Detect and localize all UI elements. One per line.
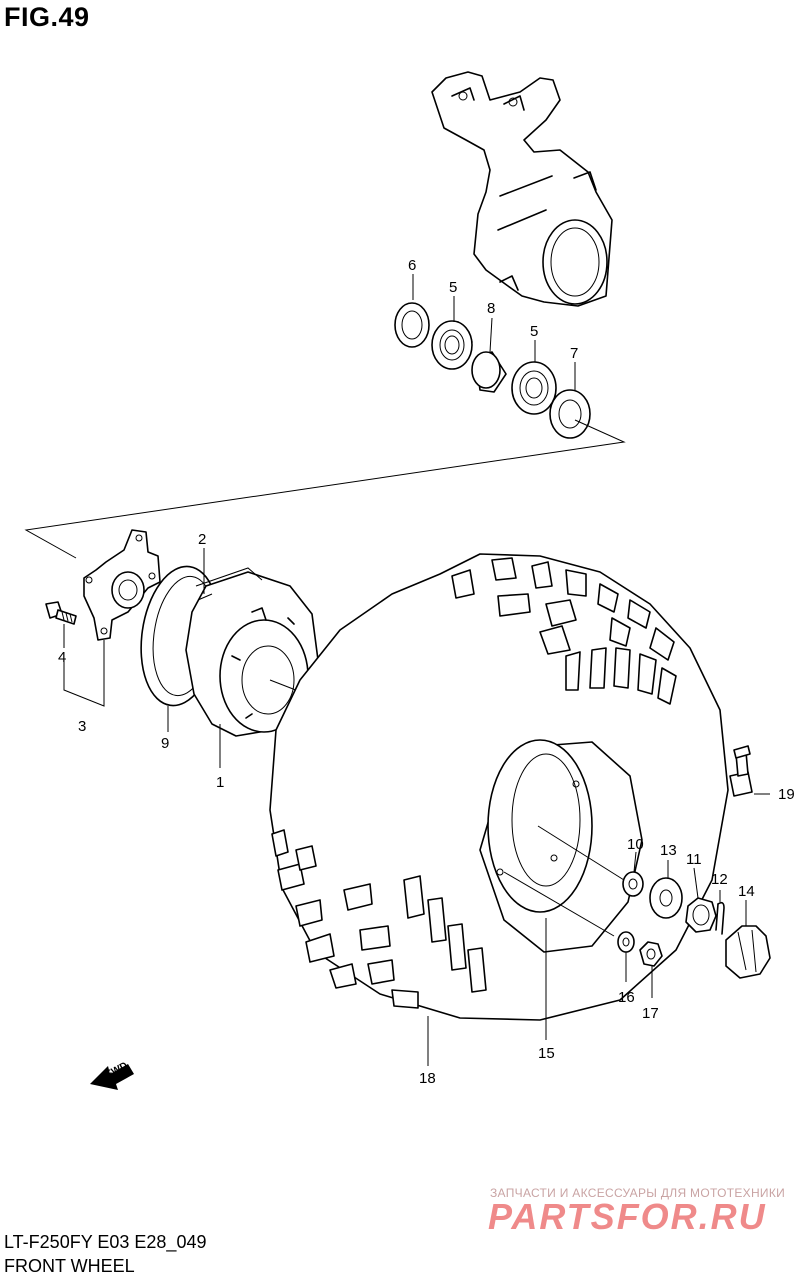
leader-3-bracket [63, 640, 105, 707]
callout-14: 14 [738, 883, 755, 900]
assembly-guide-line [24, 419, 626, 559]
callout-5-inner: 5 [449, 279, 457, 296]
forward-direction-arrow: FWD [90, 1060, 134, 1090]
watermark-tagline: ЗАПЧАСТИ И АКСЕССУАРЫ ДЛЯ МОТОТЕХНИКИ [490, 1186, 786, 1200]
washer-10 [622, 871, 644, 897]
callout-19: 19 [778, 786, 795, 803]
tire-valve-19 [729, 745, 753, 797]
leader-lines [167, 274, 770, 1066]
callout-7: 7 [570, 345, 578, 362]
bearing-5-inner [431, 320, 473, 370]
bolt-4 [45, 601, 77, 625]
steering-knuckle [431, 71, 613, 307]
wheel-nut-17 [639, 941, 663, 967]
callout-numbers: 1 2 3 4 5 5 6 7 8 9 10 11 12 13 14 15 16… [58, 257, 795, 1087]
washer-16 [617, 931, 635, 953]
callout-6: 6 [408, 257, 416, 274]
watermark-logo: PARTSFOR.RU [488, 1196, 767, 1237]
washer-13 [649, 877, 683, 919]
callout-16: 16 [618, 989, 635, 1006]
callout-8: 8 [487, 300, 495, 317]
figure-title: FIG.49 [4, 2, 90, 32]
callout-17: 17 [642, 1005, 659, 1022]
callout-18: 18 [419, 1070, 436, 1087]
callout-2: 2 [198, 531, 206, 548]
bearing-5-outer [511, 361, 557, 415]
cotter-pin-12 [715, 901, 725, 935]
brake-drum-1 [185, 567, 319, 737]
model-code: LT-F250FY E03 E28_049 [4, 1232, 207, 1252]
hub-cap-14 [725, 925, 771, 979]
callout-15: 15 [538, 1045, 555, 1062]
callout-10: 10 [627, 836, 644, 853]
callout-4: 4 [58, 649, 66, 666]
center-line-stud [503, 871, 615, 937]
wheel-rim-15 [479, 739, 643, 953]
callout-3: 3 [78, 718, 86, 735]
callout-9: 9 [161, 735, 169, 752]
callout-13: 13 [660, 842, 677, 859]
callout-1: 1 [216, 774, 224, 791]
oil-seal-6 [394, 302, 430, 348]
castle-nut-11 [685, 897, 717, 933]
figure-caption: FRONT WHEEL [4, 1256, 135, 1276]
center-line-hub [537, 825, 625, 881]
callout-5-outer: 5 [530, 323, 538, 340]
hub-flange-3 [83, 529, 161, 641]
callout-11: 11 [686, 851, 702, 868]
spacer-8 [471, 351, 507, 393]
callout-12: 12 [711, 871, 728, 888]
oil-seal-7 [549, 389, 591, 439]
